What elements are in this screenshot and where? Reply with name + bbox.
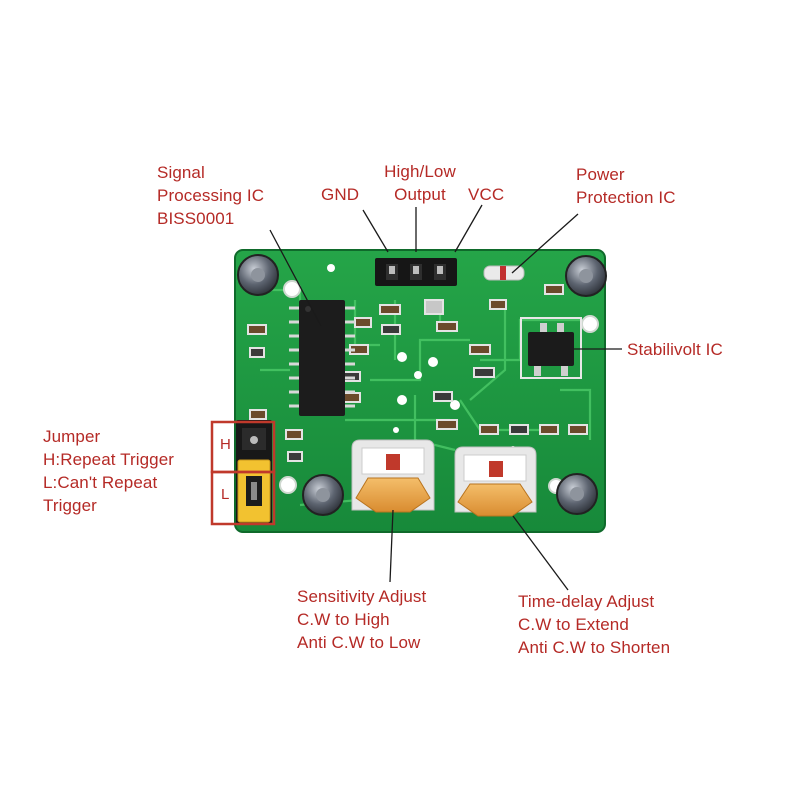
jumper-l-box <box>210 470 276 526</box>
vcc-label: VCC <box>468 183 504 206</box>
signal-ic-label-line-1: Signal <box>157 163 205 182</box>
capacitor-bottom-right <box>556 473 598 515</box>
output-label-line-2: Output <box>394 185 446 204</box>
capacitor-top-right <box>565 255 607 297</box>
leader-line-gnd <box>362 209 389 253</box>
gnd-label-text: GND <box>321 185 360 204</box>
leader-line-sensitivity <box>389 509 394 583</box>
biss0001-chip <box>289 300 355 416</box>
leader-line-vcc <box>454 204 483 253</box>
sensitivity-label-line-2: C.W to High <box>297 610 390 629</box>
jumper-label-line-1: Jumper <box>43 427 101 446</box>
power-ic-label: Power Protection IC <box>576 163 676 209</box>
stabilivolt-label-text: Stabilivolt IC <box>627 340 723 359</box>
jumper-label: Jumper H:Repeat Trigger L:Can't Repeat T… <box>43 425 174 517</box>
protection-diode <box>483 265 525 281</box>
capacitor-top-left <box>237 254 279 296</box>
power-ic-label-line-1: Power <box>576 165 625 184</box>
pcb-vias <box>258 264 516 504</box>
signal-ic-label-line-2: Processing IC <box>157 186 265 205</box>
capacitor-bottom-left <box>302 474 344 516</box>
sensitivity-label: Sensitivity Adjust C.W to High Anti C.W … <box>297 585 426 654</box>
signal-ic-label: Signal Processing IC BISS0001 <box>157 161 264 230</box>
header-pins <box>375 258 457 286</box>
sensitivity-label-line-3: Anti C.W to Low <box>297 633 421 652</box>
time-delay-label: Time-delay Adjust C.W to Extend Anti C.W… <box>518 590 670 659</box>
leader-line-power-ic <box>511 213 579 274</box>
sensitivity-potentiometer <box>351 439 435 513</box>
signal-ic-label-line-3: BISS0001 <box>157 209 235 228</box>
output-label: High/Low Output <box>377 160 463 206</box>
jumper-l-mark: L <box>221 486 230 503</box>
time-delay-label-line-2: C.W to Extend <box>518 615 629 634</box>
jumper-label-line-2: H:Repeat Trigger <box>43 450 175 469</box>
time-delay-label-line-3: Anti C.W to Shorten <box>518 638 671 657</box>
time-delay-label-line-1: Time-delay Adjust <box>518 592 655 611</box>
smd-components <box>247 284 588 462</box>
gnd-label: GND <box>321 183 359 206</box>
sensitivity-label-line-1: Sensitivity Adjust <box>297 587 427 606</box>
output-label-line-1: High/Low <box>384 162 456 181</box>
trigger-jumper <box>236 420 272 524</box>
leader-line-signal-ic <box>269 229 322 327</box>
stabilivolt-label: Stabilivolt IC <box>627 338 723 361</box>
jumper-label-line-3: L:Can't Repeat <box>43 473 158 492</box>
jumper-h-mark: H <box>220 436 231 453</box>
stabilivolt-regulator <box>520 317 582 379</box>
power-ic-label-line-2: Protection IC <box>576 188 676 207</box>
jumper-label-line-4: Trigger <box>43 496 97 515</box>
vcc-label-text: VCC <box>468 185 505 204</box>
time-delay-potentiometer <box>454 446 537 517</box>
leader-line-time-delay <box>512 515 569 591</box>
